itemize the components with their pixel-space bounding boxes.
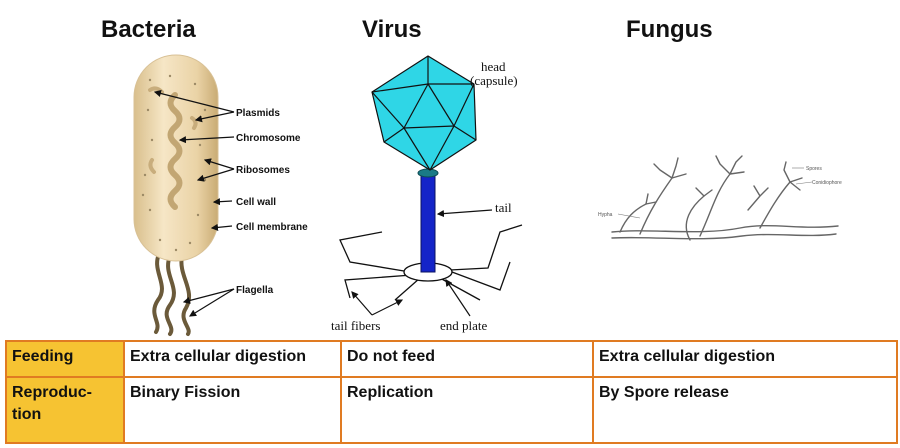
label-plasmids: Plasmids: [236, 108, 280, 119]
label-hypha: Hypha: [598, 212, 613, 218]
ribosome-dots: [141, 74, 207, 252]
row-header-reproduction-line2: tion: [12, 406, 42, 423]
title-fungus: Fungus: [626, 16, 713, 43]
label-tail-fibers: tail fibers: [331, 318, 380, 333]
label-ribosomes: Ribosomes: [236, 165, 290, 176]
label-capsule: (capsule): [470, 73, 518, 88]
label-cell-wall: Cell wall: [236, 197, 276, 208]
fungus-pointer-lines: [617, 167, 813, 219]
row-header-reproduction-line1: Reproduc-: [12, 384, 92, 401]
bacteria-illustration: Plasmids Chromosome Ribosomes Cell wall …: [133, 54, 308, 336]
label-cell-membrane: Cell membrane: [236, 222, 308, 233]
virus-collar: [417, 168, 439, 178]
label-head: head: [481, 59, 506, 74]
label-spores: Spores: [806, 166, 822, 172]
row-header-reproduction: Reproduc- tion: [5, 376, 125, 444]
row-header-feeding: Feeding: [5, 340, 125, 378]
cell-feeding-fungus: Extra cellular digestion: [592, 340, 898, 378]
comparison-table: Feeding Extra cellular digestion Do not …: [5, 340, 898, 444]
cell-feeding-virus: Do not feed: [340, 340, 594, 378]
virus-illustration: head (capsule) tail tail fibers end plat…: [331, 55, 523, 333]
label-end-plate: end plate: [440, 318, 488, 333]
virus-pointer-lines: [351, 209, 493, 317]
fungus-illustration: [611, 155, 839, 241]
label-chromosome: Chromosome: [236, 133, 301, 144]
bacteria-pointer-lines: [153, 89, 235, 317]
label-flagella: Flagella: [236, 285, 274, 296]
label-tail: tail: [495, 200, 512, 215]
label-conidiophore: Conidiophore: [812, 180, 842, 186]
virus-capsid-head: [371, 55, 477, 171]
virus-tail: [420, 173, 436, 273]
cell-reproduction-fungus: By Spore release: [592, 376, 898, 444]
title-bacteria: Bacteria: [101, 16, 196, 43]
diagram-canvas: Plasmids Chromosome Ribosomes Cell wall …: [133, 54, 842, 336]
table-row-reproduction: Reproduc- tion Binary Fission Replicatio…: [5, 376, 898, 444]
title-virus: Virus: [362, 16, 422, 43]
chromosome-strand: [167, 92, 183, 210]
cell-reproduction-virus: Replication: [340, 376, 594, 444]
cell-feeding-bacteria: Extra cellular digestion: [123, 340, 342, 378]
table-row-feeding: Feeding Extra cellular digestion Do not …: [5, 340, 898, 378]
cell-reproduction-bacteria: Binary Fission: [123, 376, 342, 444]
flagella: [152, 250, 192, 336]
